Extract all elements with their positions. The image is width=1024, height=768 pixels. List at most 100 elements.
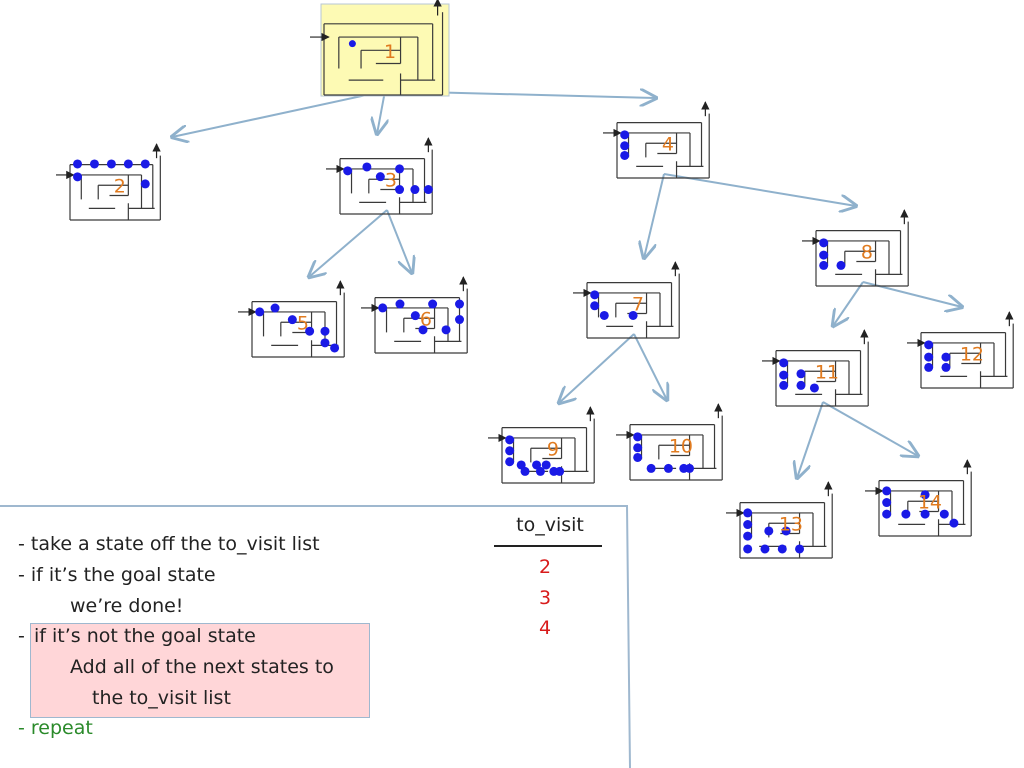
path-dot xyxy=(836,260,846,270)
path-dot xyxy=(939,509,949,519)
maze-node-11: 11 xyxy=(762,329,869,407)
path-dot xyxy=(628,310,638,320)
path-dot xyxy=(287,315,297,325)
path-dot xyxy=(743,544,753,554)
path-dot xyxy=(882,509,892,519)
path-dot xyxy=(590,290,600,300)
tree-edge-7-10 xyxy=(633,333,667,400)
path-dot xyxy=(255,307,265,317)
path-dot xyxy=(428,299,438,309)
node-label: 12 xyxy=(960,343,984,365)
node-label: 13 xyxy=(779,513,803,535)
to-visit-item: 4 xyxy=(538,617,552,639)
path-dot xyxy=(920,490,930,500)
step-goal-check: - if it’s the goal state xyxy=(18,564,216,586)
path-dot xyxy=(375,172,385,182)
path-dot xyxy=(941,352,951,362)
maze-node-5: 5 xyxy=(238,280,345,358)
node-label: 8 xyxy=(861,241,873,263)
path-dot xyxy=(920,509,930,519)
highlight-box xyxy=(30,623,370,718)
path-dot xyxy=(140,159,150,169)
path-dot xyxy=(924,362,934,372)
path-dot xyxy=(599,310,609,320)
tree-edge-8-11 xyxy=(833,281,864,326)
path-dot xyxy=(455,299,465,309)
path-dot xyxy=(620,141,630,151)
step-repeat: - repeat xyxy=(18,717,93,739)
path-dot xyxy=(819,238,829,248)
path-dot xyxy=(320,326,330,336)
path-dot xyxy=(620,130,630,140)
path-dot xyxy=(777,544,787,554)
tree-edge-11-14 xyxy=(822,401,918,456)
path-dot xyxy=(779,380,789,390)
path-dot xyxy=(764,526,774,536)
path-dot xyxy=(760,544,770,554)
to-visit-divider xyxy=(494,545,602,547)
maze-node-2: 2 xyxy=(56,143,161,221)
path-dot xyxy=(395,299,405,309)
path-dot xyxy=(633,452,643,462)
path-dot xyxy=(796,380,806,390)
path-dot xyxy=(106,159,116,169)
maze-node-4: 4 xyxy=(603,101,710,179)
path-dot xyxy=(819,250,829,260)
path-dot xyxy=(140,179,150,189)
path-dot xyxy=(949,518,959,528)
path-dot xyxy=(781,526,791,536)
step-take-state: - take a state off the to_visit list xyxy=(18,533,320,555)
maze-node-3: 3 xyxy=(326,137,433,215)
to-visit-item: 2 xyxy=(538,556,552,578)
path-dot xyxy=(535,466,545,476)
node-label: 7 xyxy=(632,293,644,315)
step-add-states: Add all of the next states to xyxy=(70,656,334,678)
path-dot xyxy=(541,460,551,470)
node-label: 9 xyxy=(547,438,559,460)
path-dot xyxy=(779,358,789,368)
path-dot xyxy=(590,301,600,311)
path-dot xyxy=(270,303,280,313)
tree-edge-3-6 xyxy=(386,209,412,273)
path-dot xyxy=(348,40,356,48)
path-dot xyxy=(819,260,829,270)
maze-node-12: 12 xyxy=(907,311,1014,389)
path-dot xyxy=(423,185,433,195)
maze-node-1: 1 xyxy=(310,0,450,97)
path-dot xyxy=(743,508,753,518)
path-dot xyxy=(395,164,405,174)
maze-node-7: 7 xyxy=(573,261,680,339)
step-not-goal: if it’s not the goal state xyxy=(34,625,256,647)
path-dot xyxy=(520,466,530,476)
path-dot xyxy=(633,432,643,442)
node-label: 2 xyxy=(114,175,126,197)
node-label: 11 xyxy=(815,361,839,383)
node-label: 10 xyxy=(669,435,693,457)
path-dot xyxy=(882,498,892,508)
path-dot xyxy=(795,544,805,554)
path-dot xyxy=(555,466,565,476)
path-dot xyxy=(633,443,643,453)
algorithm-panel-frame xyxy=(0,505,631,768)
path-dot xyxy=(505,457,515,467)
path-dot xyxy=(685,463,695,473)
path-dot xyxy=(123,159,133,169)
path-dot xyxy=(330,343,340,353)
path-dot xyxy=(73,172,83,182)
node-label: 14 xyxy=(918,491,942,513)
path-dot xyxy=(924,340,934,350)
path-dot xyxy=(663,463,673,473)
path-dot xyxy=(882,486,892,496)
path-dot xyxy=(410,185,420,195)
path-dot xyxy=(320,338,330,348)
step-add-states-cont: the to_visit list xyxy=(92,687,231,709)
tree-edge-11-13 xyxy=(797,401,824,478)
step-not-goal-dash: - xyxy=(18,625,25,647)
maze-node-14: 14 xyxy=(865,459,972,537)
path-dot xyxy=(89,159,99,169)
node-label: 5 xyxy=(297,312,309,334)
to-visit-item: 3 xyxy=(538,587,552,609)
tree-edge-4-8 xyxy=(663,173,856,206)
tree-edge-3-5 xyxy=(309,209,388,277)
